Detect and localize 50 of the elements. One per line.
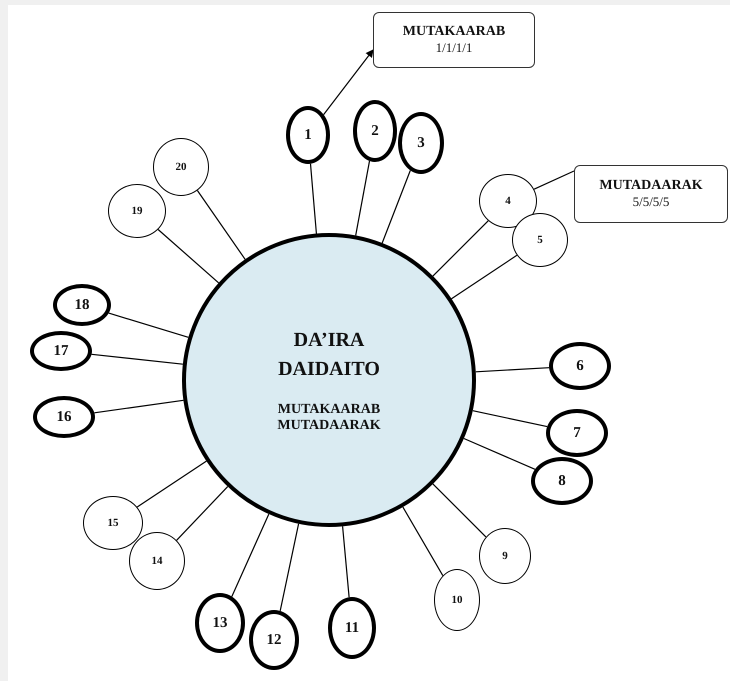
connector-line	[355, 160, 370, 236]
circle-title: DA’IRA DAIDAITO	[277, 328, 381, 382]
connector-line	[472, 410, 548, 428]
number-label: 4	[505, 195, 511, 207]
number-label: 7	[573, 424, 581, 442]
connector-line	[534, 170, 574, 190]
connector-line	[432, 483, 486, 538]
connector-line	[108, 312, 188, 338]
connector-line	[476, 367, 550, 372]
number-label: 6	[576, 358, 584, 374]
connector-line	[92, 354, 183, 365]
connector-line	[382, 170, 411, 244]
number-label: 15	[108, 517, 118, 529]
number-label: 8	[558, 472, 566, 490]
number-label: 9	[502, 550, 508, 562]
connector-line	[231, 514, 270, 597]
connector-line	[342, 526, 350, 598]
connector-line	[464, 438, 536, 470]
connector-line	[158, 229, 220, 284]
number-label: 2	[371, 122, 379, 140]
number-label: 5	[537, 234, 543, 246]
connector-line	[196, 190, 246, 260]
number-label: 12	[266, 632, 282, 648]
label-box	[373, 12, 535, 68]
meter-pattern: 1/1/1/1	[436, 40, 472, 56]
connector-line	[451, 254, 518, 300]
number-label: 14	[152, 555, 162, 567]
meter-name: MUTADAARAK	[599, 178, 703, 194]
connector-line	[402, 506, 444, 576]
connector-line	[432, 220, 489, 277]
circle-subtitle: MUTAKAARAB MUTADAARAK	[276, 402, 382, 434]
connector-line	[310, 164, 317, 234]
arrow	[323, 49, 374, 115]
number-label: 13	[212, 614, 228, 632]
number-label: 3	[417, 134, 425, 152]
connector-line	[280, 524, 300, 612]
number-label: 18	[74, 296, 90, 314]
number-label: 17	[54, 342, 68, 360]
meter-name: MUTAKAARAB	[402, 24, 506, 40]
number-label: 1	[304, 126, 312, 144]
number-label: 10	[452, 594, 462, 606]
number-label: 16	[56, 408, 72, 426]
connector-line	[176, 486, 228, 541]
number-label: 19	[132, 205, 142, 217]
label-box	[574, 165, 728, 223]
connector-line	[136, 460, 207, 508]
meter-pattern: 5/5/5/5	[632, 194, 670, 210]
connector-line	[94, 400, 184, 414]
number-label: 20	[176, 161, 186, 173]
number-label: 11	[344, 620, 360, 636]
